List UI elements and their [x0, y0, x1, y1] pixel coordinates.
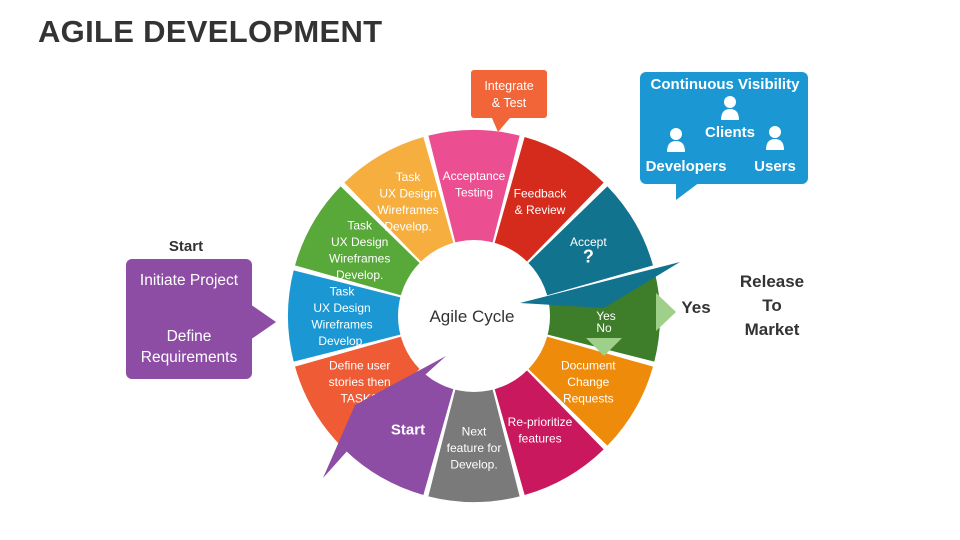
start-heading: Start	[168, 238, 204, 255]
segment-label: Yes	[596, 309, 616, 323]
wheel-segment	[527, 186, 653, 296]
yes-arrow-icon	[656, 293, 676, 331]
center-circle	[398, 240, 550, 392]
no-label: No	[596, 321, 612, 335]
accept-pointer	[520, 262, 680, 308]
no-arrow-icon	[586, 338, 622, 356]
wheel-segment	[288, 270, 403, 362]
person-icon	[721, 96, 739, 120]
wheel-segment	[494, 369, 604, 495]
wheel-segment	[527, 336, 653, 446]
segment-label: Feedback& Review	[514, 186, 568, 217]
initiate-callout	[126, 259, 276, 379]
initiate-project-text: Initiate Project	[139, 272, 239, 289]
wheel-segment	[428, 130, 520, 245]
yes-label: Yes	[681, 298, 711, 317]
users-label: Users	[754, 158, 796, 175]
person-icon	[766, 126, 784, 150]
page-title: AGILE DEVELOPMENT	[38, 14, 383, 49]
segment-label: Accept?	[570, 235, 607, 267]
segment-label: Start	[391, 421, 425, 438]
wheel-segment	[344, 137, 454, 263]
visibility-title: Continuous Visibility	[650, 76, 800, 93]
wheel-segment	[295, 186, 421, 296]
wheel-segment	[295, 336, 421, 446]
wheel-segment	[428, 387, 520, 502]
visibility-callout	[640, 72, 808, 200]
agile-wheel	[288, 130, 660, 502]
person-icon	[667, 128, 685, 152]
integrate-callout	[471, 70, 547, 132]
integrate-callout-text: Integrate& Test	[484, 79, 534, 110]
clients-label: Clients	[704, 124, 755, 141]
center-label: Agile Cycle	[429, 307, 514, 326]
wheel-segment	[344, 369, 454, 495]
developers-label: Developers	[645, 158, 727, 175]
wheel-segment	[494, 137, 604, 263]
